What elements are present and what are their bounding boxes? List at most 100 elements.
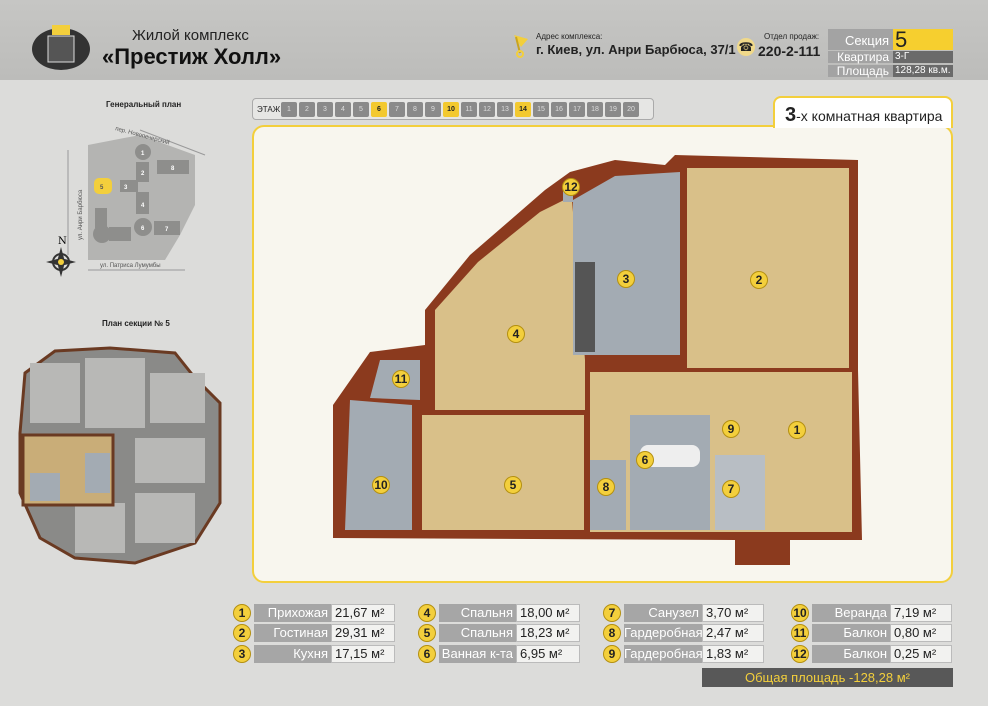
floor-button-20[interactable]: 20 <box>623 101 639 117</box>
room-name: Гардеробная <box>624 624 703 642</box>
room-marker-1[interactable]: 1 <box>788 421 806 439</box>
room-name: Балкон <box>812 624 890 642</box>
section-plan <box>18 346 222 565</box>
complex-title: «Престиж Холл» <box>102 44 282 69</box>
logo-icon <box>32 25 90 70</box>
room-area: 6,95 м² <box>516 645 580 663</box>
room-marker-10[interactable]: 10 <box>372 476 390 494</box>
svg-text:7: 7 <box>165 227 169 233</box>
room-marker-4[interactable]: 4 <box>507 325 525 343</box>
floor-button-8[interactable]: 8 <box>407 101 423 117</box>
room-area: 0,80 м² <box>890 624 952 642</box>
phone-number[interactable]: 220-2-111 <box>758 43 821 59</box>
room-marker-11[interactable]: 11 <box>392 370 410 388</box>
room-number-badge: 7 <box>603 604 621 622</box>
floor-button-6[interactable]: 6 <box>371 101 387 117</box>
room-area: 1,83 м² <box>702 645 764 663</box>
north-label: N <box>58 236 67 247</box>
room-marker-8[interactable]: 8 <box>597 478 615 496</box>
floor-button-13[interactable]: 13 <box>497 101 513 117</box>
apartment-value: 3-Г <box>893 51 953 63</box>
room-10 <box>345 400 412 530</box>
room-area: 21,67 м² <box>331 604 395 622</box>
room-number-badge: 2 <box>233 624 251 642</box>
room-marker-5[interactable]: 5 <box>504 476 522 494</box>
room-number-badge: 4 <box>418 604 436 622</box>
floor-button-16[interactable]: 16 <box>551 101 567 117</box>
room-name: Спальня <box>439 604 516 622</box>
room-number-badge: 11 <box>791 624 809 642</box>
address: г. Киев, ул. Анри Барбюса, 37/1 <box>536 42 736 57</box>
site-plan: пер. Новопечерский ул. Анри Барбюса ул. … <box>46 125 206 277</box>
room-number-badge: 1 <box>233 604 251 622</box>
floor-label: ЭТАЖ <box>257 104 281 114</box>
room-marker-9[interactable]: 9 <box>722 420 740 438</box>
section-value: 5 <box>893 29 953 51</box>
room-number-badge: 8 <box>603 624 621 642</box>
room-marker-7[interactable]: 7 <box>722 480 740 498</box>
floor-button-2[interactable]: 2 <box>299 101 315 117</box>
room-name: Санузел <box>624 604 702 622</box>
room-number-badge: 10 <box>791 604 809 622</box>
room-marker-2[interactable]: 2 <box>750 271 768 289</box>
room-name: Гардеробная <box>624 645 703 663</box>
floor-button-1[interactable]: 1 <box>281 101 297 117</box>
floor-button-3[interactable]: 3 <box>317 101 333 117</box>
phone-icon: ☎ <box>737 38 755 56</box>
room-number-badge: 12 <box>791 645 809 663</box>
room-12 <box>563 190 573 202</box>
svg-text:6: 6 <box>141 226 145 232</box>
complex-subtitle: Жилой комплекс <box>132 27 249 44</box>
room-name: Веранда <box>812 604 890 622</box>
room-name: Прихожая <box>254 604 331 622</box>
floor-button-7[interactable]: 7 <box>389 101 405 117</box>
room-marker-6[interactable]: 6 <box>636 451 654 469</box>
room-marker-3[interactable]: 3 <box>617 270 635 288</box>
svg-text:8: 8 <box>171 166 175 172</box>
floor-button-5[interactable]: 5 <box>353 101 369 117</box>
room-3 <box>573 172 680 355</box>
floor-button-12[interactable]: 12 <box>479 101 495 117</box>
room-area: 29,31 м² <box>331 624 395 642</box>
location-pin-icon <box>514 35 528 58</box>
room-number-badge: 3 <box>233 645 251 663</box>
floor-button-15[interactable]: 15 <box>533 101 549 117</box>
room-area: 17,15 м² <box>331 645 395 663</box>
room-marker-12[interactable]: 12 <box>562 178 580 196</box>
floor-button-11[interactable]: 11 <box>461 101 477 117</box>
room-area: 18,00 м² <box>516 604 580 622</box>
floor-button-19[interactable]: 19 <box>605 101 621 117</box>
area-value: 128,28 кв.м. <box>893 65 953 77</box>
room-name: Кухня <box>254 645 331 663</box>
plan-title: 3-х комнатная квартира <box>773 96 953 128</box>
floor-button-10[interactable]: 10 <box>443 101 459 117</box>
room-name: Гостиная <box>254 624 331 642</box>
svg-text:2: 2 <box>141 171 145 177</box>
floor-button-9[interactable]: 9 <box>425 101 441 117</box>
street-label: ул. Патриса Лумумбы <box>100 263 161 269</box>
floor-button-14[interactable]: 14 <box>515 101 531 117</box>
address-label: Адрес комплекса: <box>536 32 603 41</box>
kitchen-counter <box>575 262 595 352</box>
total-area: Общая площадь -128,28 м² <box>702 668 953 687</box>
svg-text:4: 4 <box>141 203 145 209</box>
svg-text:1: 1 <box>141 151 145 157</box>
room-name: Спальня <box>439 624 516 642</box>
floor-button-18[interactable]: 18 <box>587 101 603 117</box>
floor-button-17[interactable]: 17 <box>569 101 585 117</box>
svg-text:3: 3 <box>124 185 128 191</box>
floor-button-4[interactable]: 4 <box>335 101 351 117</box>
